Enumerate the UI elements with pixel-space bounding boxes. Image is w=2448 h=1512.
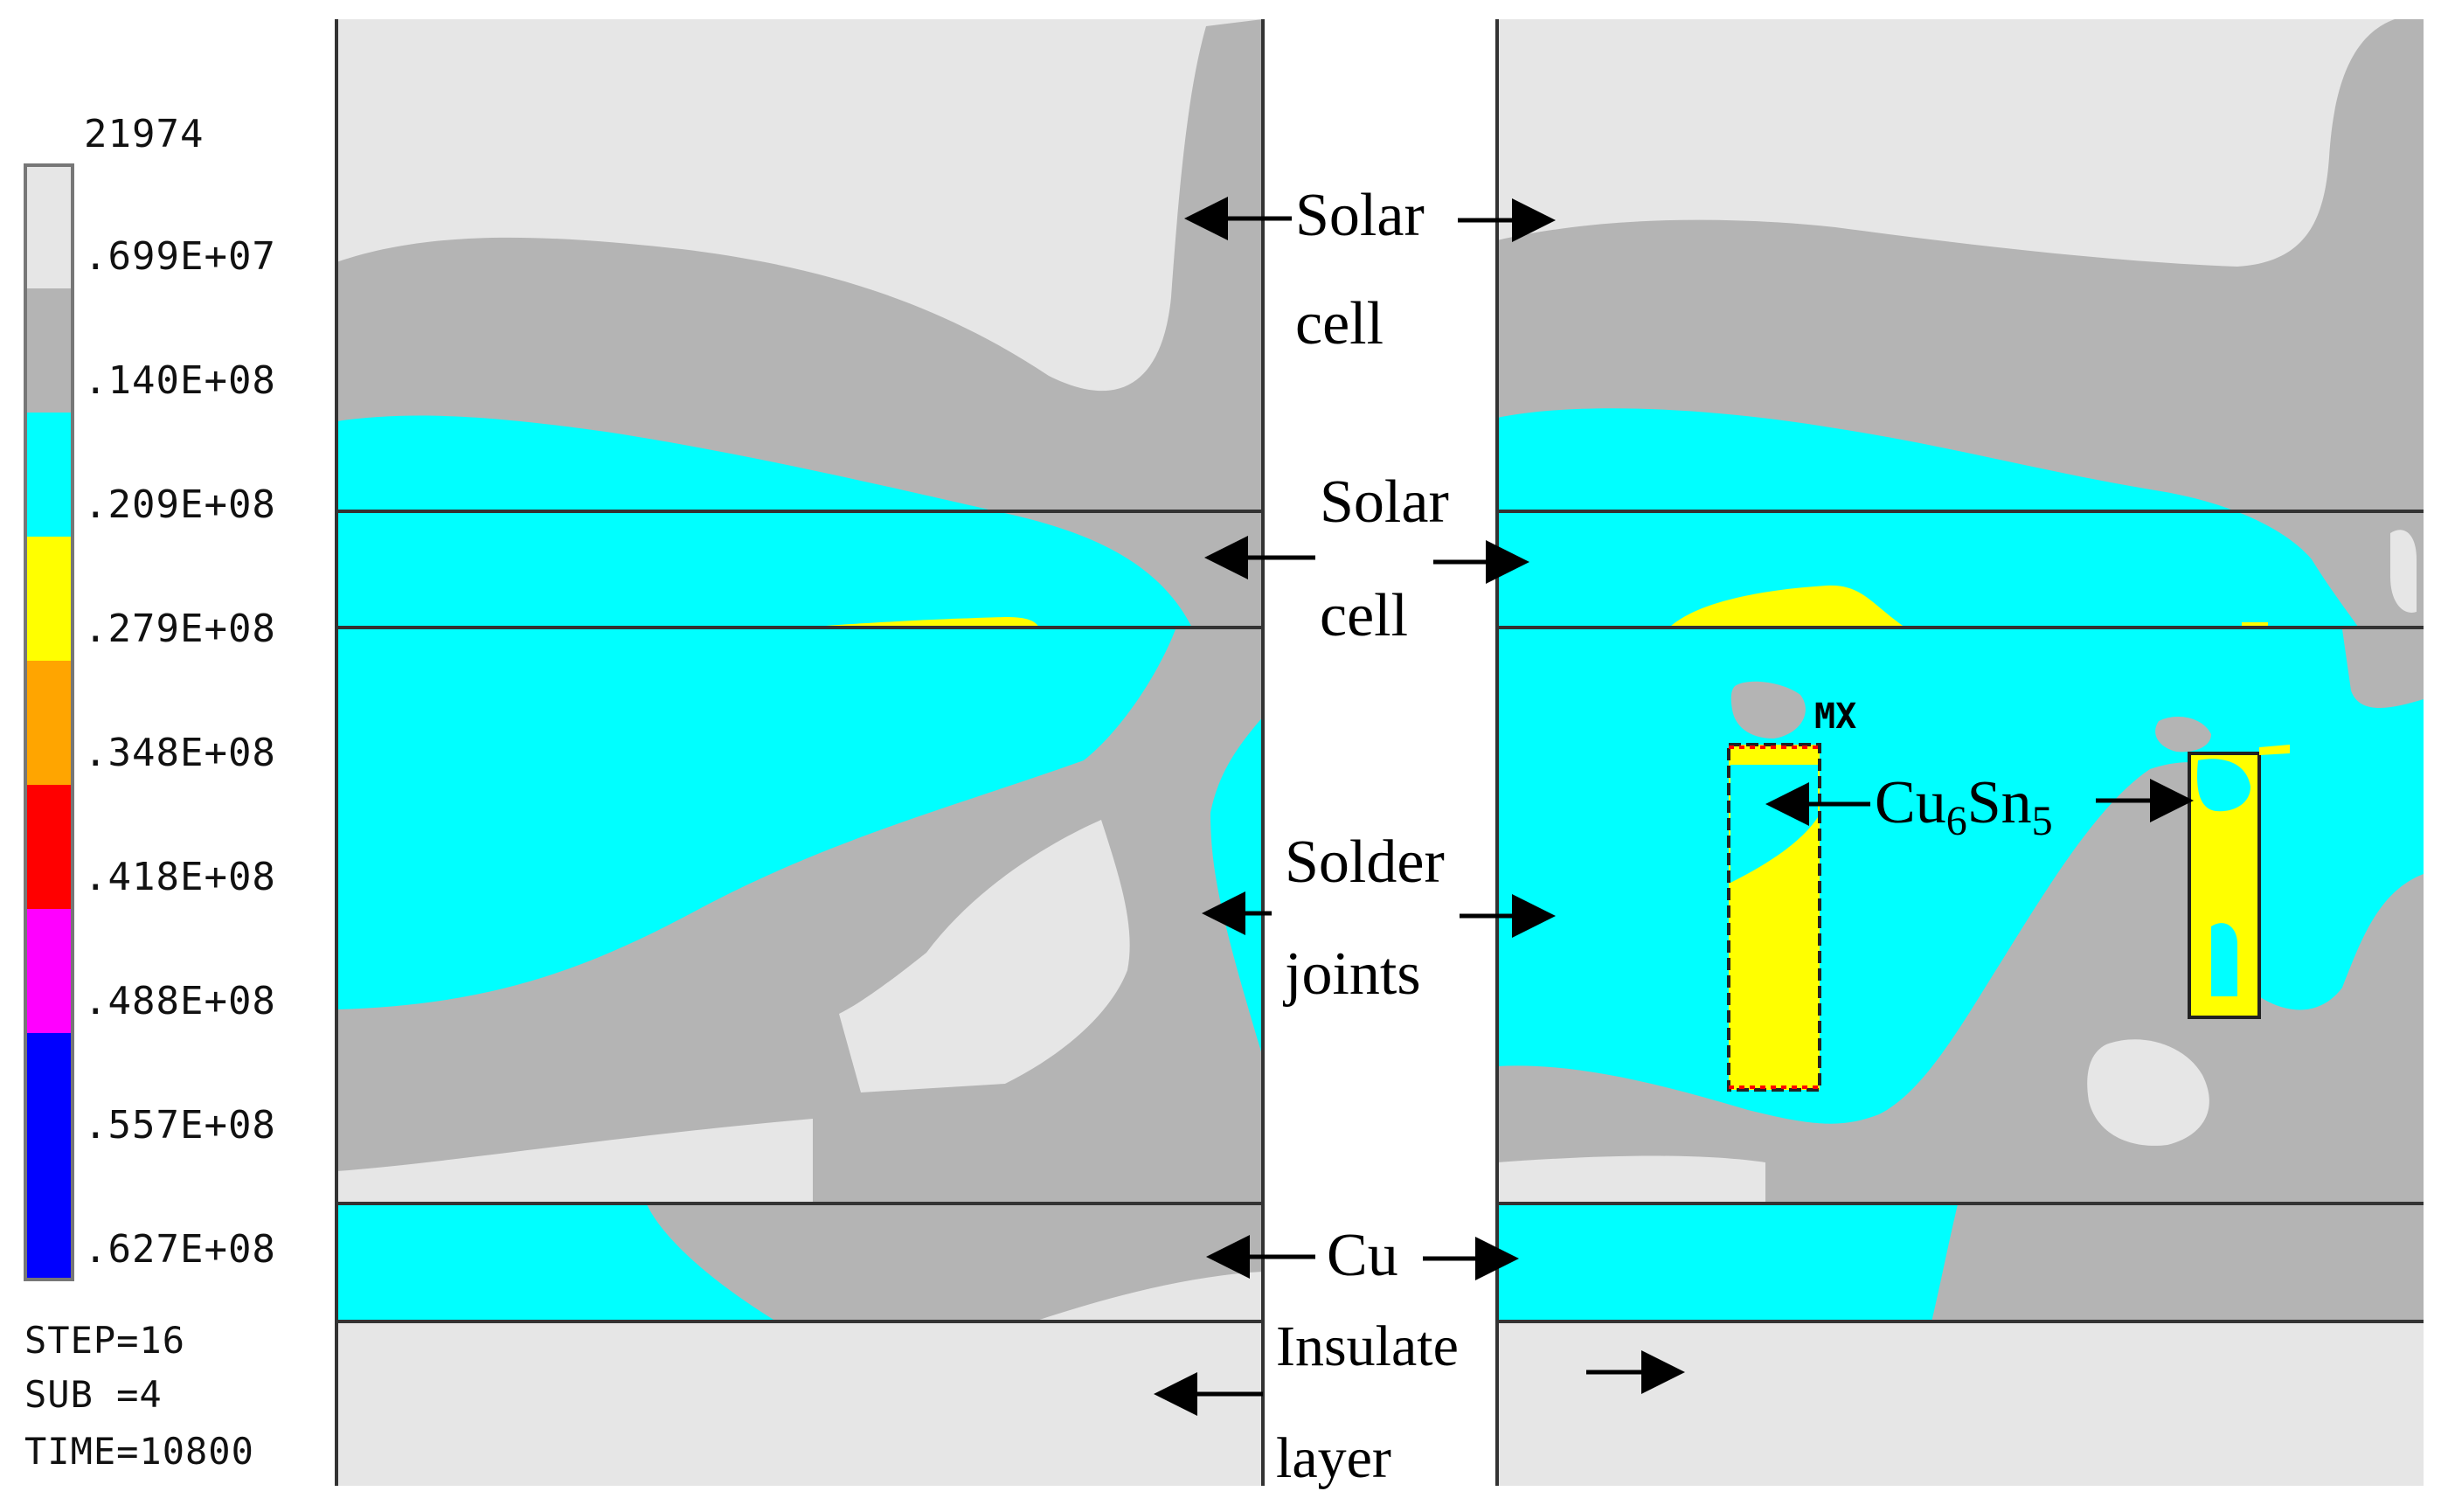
right-panel [1497, 19, 2424, 1486]
legend-tick-0: .699E+07 [84, 234, 276, 279]
label-imc-sn-sub: 5 [2031, 798, 2053, 844]
legend-tick-2: .209E+08 [84, 482, 276, 527]
legend-swatch-4 [26, 661, 72, 785]
right-gray-blob-2 [2155, 717, 2211, 753]
label-solar-cell-top-line1: Solar [1295, 182, 1425, 249]
imc-block-2-yellow-tab [2259, 745, 2290, 755]
legend-tick-5: .418E+08 [84, 855, 276, 899]
label-solar-cell-mid-line2: cell [1320, 582, 1409, 649]
right-panel-lines [1495, 19, 2424, 1486]
legend-swatch-3 [26, 537, 72, 661]
legend-tick-7: .557E+08 [84, 1103, 276, 1148]
right-cu-cyan [1497, 1204, 1958, 1322]
legend-tick-1: .140E+08 [84, 358, 276, 403]
left-panel [336, 19, 1263, 1486]
label-solder-joints-line1: Solder [1285, 829, 1445, 896]
left-solder-light-pocket [839, 820, 1130, 1092]
right-yellow-interface [1669, 585, 1905, 628]
label-imc-sn: Sn [1966, 769, 2032, 836]
label-imc-cu-sub: 6 [1945, 798, 1967, 844]
label-cu-layer: Cu [1327, 1222, 1398, 1289]
legend-max-value: 21974 [84, 112, 205, 156]
legend-tick-4: .348E+08 [84, 731, 276, 775]
legend-swatch-2 [26, 413, 72, 537]
label-insulate-layer-line1: Insulate [1276, 1314, 1459, 1378]
right-gray-blob-1 [1730, 681, 1806, 739]
left-solder-cyan [336, 629, 1175, 1009]
legend-frame [24, 163, 74, 1281]
right-solder-light-pocket [2087, 1039, 2209, 1146]
imc-block-2-cyan-top [2197, 759, 2250, 812]
legend-swatch-7 [26, 1033, 72, 1278]
left-cu-light [1031, 1272, 1263, 1322]
legend-colorbar [24, 163, 74, 1281]
right-insulate-layer [1497, 1322, 2424, 1486]
imc-block-1-frame [1727, 743, 1821, 1092]
label-solar-cell-mid-line1: Solar [1320, 468, 1449, 536]
right-light-patch [2390, 530, 2417, 613]
left-panel-lines [335, 19, 1265, 1486]
right-gray-patch-upper [2342, 629, 2424, 708]
legend-swatch-5 [26, 785, 72, 909]
label-solar-cell-top-line2: cell [1295, 290, 1384, 357]
status-step: STEP=16 [24, 1319, 186, 1362]
legend-swatch-0 [26, 166, 72, 288]
legend-swatch-1 [26, 288, 72, 413]
legend-tick-6: .488E+08 [84, 979, 276, 1023]
right-cyan-upper [1497, 408, 2360, 629]
label-imc-cu6sn5: Cu6Sn5 [1875, 773, 2053, 843]
label-mx-marker: MX [1814, 697, 1857, 737]
legend-tick-8: .627E+08 [84, 1227, 276, 1272]
status-time: TIME=10800 [24, 1430, 254, 1473]
left-cu-cyan [336, 1204, 778, 1322]
label-insulate-layer-line2: layer [1276, 1426, 1391, 1490]
status-sub: SUB =4 [24, 1373, 163, 1416]
label-imc-cu: Cu [1875, 769, 1946, 836]
left-solder-light-bottom [336, 1119, 813, 1202]
left-cyan-upper [336, 415, 1193, 629]
legend-swatch-6 [26, 909, 72, 1033]
left-insulate-layer [336, 1322, 1263, 1486]
annotation-arrows [1154, 197, 2194, 1416]
imc-block-2-frame [2188, 752, 2261, 1019]
left-edge-cyan [1210, 717, 1263, 1058]
imc-block-2-cyan-mid [2211, 923, 2237, 996]
right-solder-light-bottom [1497, 1155, 1765, 1202]
legend-tick-3: .279E+08 [84, 607, 276, 651]
label-solder-joints-line2: joints [1285, 940, 1421, 1008]
